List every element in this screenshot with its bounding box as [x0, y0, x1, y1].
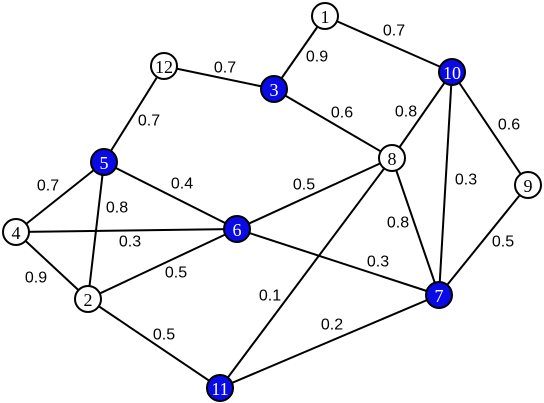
node-circle-12 — [150, 52, 178, 80]
edge-weight-3-8: 0.6 — [331, 105, 353, 122]
edge-weight-4-6: 0.3 — [119, 234, 141, 251]
edge-5-4 — [15, 161, 105, 233]
edge-3-8 — [273, 88, 393, 159]
edge-weight-10-8: 0.8 — [395, 104, 417, 121]
edge-weight-5-2: 0.8 — [106, 200, 128, 217]
edge-11-7 — [219, 294, 440, 389]
edge-weight-6-7: 0.3 — [367, 254, 389, 271]
node-5: 5 — [90, 148, 118, 176]
edge-weight-5-4: 0.7 — [37, 178, 59, 195]
node-label-4: 4 — [12, 223, 21, 243]
node-circle-3 — [260, 75, 288, 103]
edge-weight-1-3: 0.9 — [306, 49, 328, 66]
node-circle-2 — [74, 285, 102, 313]
edge-10-9 — [451, 71, 529, 186]
edge-1-3 — [273, 15, 326, 90]
edge-10-7 — [438, 71, 453, 296]
weights-layer: 0.9 0.7 0.7 0.7 0.6 0.8 0.3 0.6 0.5 0.7 0.8 0.4 0.3 0… — [25, 23, 520, 344]
edge-4-6 — [15, 228, 238, 233]
edge-12-5 — [103, 65, 165, 163]
edge-1-10 — [324, 15, 453, 73]
edge-weight-11-7: 0.2 — [321, 317, 343, 334]
node-label-3: 3 — [270, 80, 279, 100]
edge-10-8 — [391, 71, 453, 159]
node-label-1: 1 — [321, 7, 330, 27]
edge-weight-10-7: 0.3 — [455, 172, 477, 189]
node-6: 6 — [223, 215, 251, 243]
edge-weight-2-11: 0.5 — [153, 327, 175, 344]
node-label-6: 6 — [233, 220, 242, 240]
node-11: 11 — [206, 374, 234, 402]
edge-weight-12-5: 0.7 — [138, 113, 160, 130]
node-9: 9 — [514, 171, 542, 199]
edge-weight-6-8: 0.5 — [293, 177, 315, 194]
node-label-5: 5 — [100, 153, 109, 173]
node-label-11: 11 — [211, 379, 228, 399]
edge-6-7 — [236, 228, 440, 296]
node-7: 7 — [425, 281, 453, 309]
node-label-12: 12 — [155, 57, 173, 77]
edge-weight-9-7: 0.5 — [492, 234, 514, 251]
node-label-2: 2 — [84, 290, 93, 310]
node-circle-1 — [311, 2, 339, 30]
node-10: 10 — [438, 58, 466, 86]
edge-2-6 — [87, 228, 238, 300]
edges-layer — [15, 15, 529, 389]
edge-weight-4-2: 0.9 — [25, 270, 47, 287]
node-3: 3 — [260, 75, 288, 103]
edge-weight-1-10: 0.7 — [383, 23, 405, 40]
node-circle-8 — [378, 144, 406, 172]
node-8: 8 — [378, 144, 406, 172]
edge-weight-8-11: 0.1 — [259, 288, 281, 305]
node-label-8: 8 — [388, 149, 397, 169]
node-circle-6 — [223, 215, 251, 243]
node-4: 4 — [2, 218, 30, 246]
node-circle-5 — [90, 148, 118, 176]
node-2: 2 — [74, 285, 102, 313]
node-label-10: 10 — [443, 63, 461, 83]
node-label-7: 7 — [435, 286, 444, 306]
edge-weight-10-9: 0.6 — [498, 117, 520, 134]
node-1: 1 — [311, 2, 339, 30]
node-circle-11 — [206, 374, 234, 402]
edge-5-6 — [103, 161, 238, 230]
edge-9-7 — [438, 184, 529, 296]
node-circle-9 — [514, 171, 542, 199]
node-label-9: 9 — [524, 176, 533, 196]
edge-weight-2-6: 0.5 — [165, 265, 187, 282]
node-circle-4 — [2, 218, 30, 246]
edge-weight-12-3: 0.7 — [214, 60, 236, 77]
edge-weight-5-6: 0.4 — [171, 176, 193, 193]
edge-8-7 — [391, 157, 440, 296]
edge-4-2 — [15, 231, 89, 300]
node-12: 12 — [150, 52, 178, 80]
edge-weight-8-7: 0.8 — [387, 215, 409, 232]
node-circle-10 — [438, 58, 466, 86]
edge-2-11 — [87, 298, 221, 389]
edge-12-3 — [163, 65, 275, 90]
edge-8-11 — [219, 157, 393, 389]
edge-6-8 — [236, 157, 393, 230]
node-circle-7 — [425, 281, 453, 309]
